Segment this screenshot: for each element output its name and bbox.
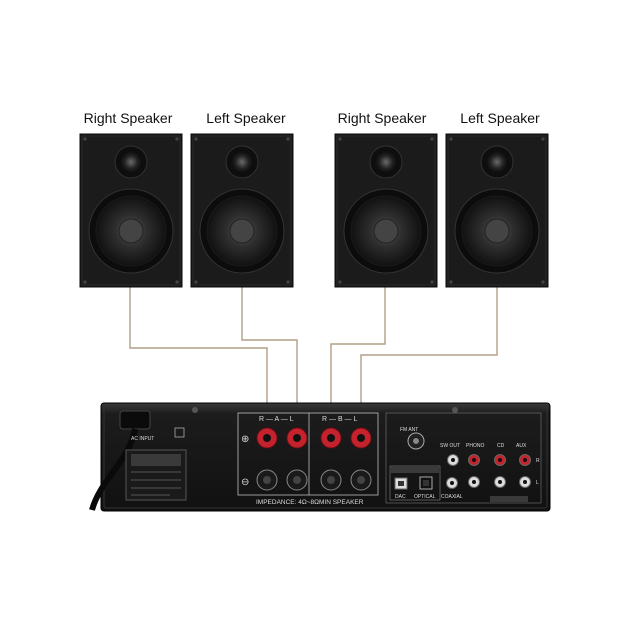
terminal-a-right-plus (256, 427, 278, 449)
dac-label: DAC (395, 494, 406, 500)
fm-ant-label: FM ANT (400, 427, 418, 433)
phono-label: PHONO (466, 443, 484, 449)
terminal-b-right-plus (320, 427, 342, 449)
terminal-a-left-plus (286, 427, 308, 449)
speaker-wires (129, 287, 498, 425)
coaxial-jack (446, 477, 458, 489)
cd-jack-l (494, 476, 506, 488)
phono-jack-r (468, 454, 480, 466)
terminal-a-right-minus (256, 469, 278, 491)
channel-r-label: R (536, 458, 540, 464)
impedance-label: IMPEDANCE: 4Ω~8ΩMIN SPEAKER (256, 499, 364, 506)
terminal-b-right-minus (320, 469, 342, 491)
speaker-label-1: Right Speaker (83, 110, 173, 126)
speaker-label-2: Left Speaker (206, 110, 286, 126)
amplifier-back-panel: AC INPUT R — A — L R — B — L ⊕ ⊖ IMPEDAN… (89, 402, 551, 512)
wire-left-a (241, 287, 298, 425)
speaker-cabinet-2 (190, 133, 294, 288)
speaker-cabinet-3 (334, 133, 438, 288)
phono-jack-l (468, 476, 480, 488)
ac-input-socket (119, 410, 151, 430)
terminal-b-left-minus (350, 469, 372, 491)
minus-symbol: ⊖ (241, 477, 249, 488)
fm-antenna-jack (407, 432, 425, 450)
aux-jack-l (519, 476, 531, 488)
inputs-block (385, 412, 542, 504)
sw-out-jack (447, 454, 459, 466)
aux-jack-r (519, 454, 531, 466)
optical-port (419, 476, 433, 490)
cd-jack-r (494, 454, 506, 466)
dac-usb-port (394, 477, 408, 490)
ac-input-label: AC INPUT (131, 436, 154, 442)
wire-right-b (330, 287, 386, 425)
sw-out-label: SW OUT (440, 443, 460, 449)
speaker-cabinet-1 (79, 133, 183, 288)
coaxial-label: COAXIAL (441, 494, 463, 500)
optical-label: OPTICAL (414, 494, 436, 500)
power-cord (89, 428, 138, 511)
aux-label: AUX (516, 443, 527, 449)
speaker-cabinet-4 (445, 133, 549, 288)
speaker-terminal-block (237, 412, 379, 496)
speaker-label-3: Right Speaker (337, 110, 427, 126)
dac-block (389, 465, 441, 501)
speaker-label-4: Left Speaker (460, 110, 540, 126)
terminal-a-left-minus (286, 469, 308, 491)
channel-l-label: L (536, 480, 539, 486)
cd-label: CD (497, 443, 505, 449)
group-a-label: R — A — L (259, 416, 294, 423)
wire-left-b (360, 287, 498, 425)
wire-right-a (129, 287, 268, 425)
terminal-b-left-plus (350, 427, 372, 449)
group-b-label: R — B — L (322, 416, 358, 423)
plus-symbol: ⊕ (241, 434, 249, 445)
